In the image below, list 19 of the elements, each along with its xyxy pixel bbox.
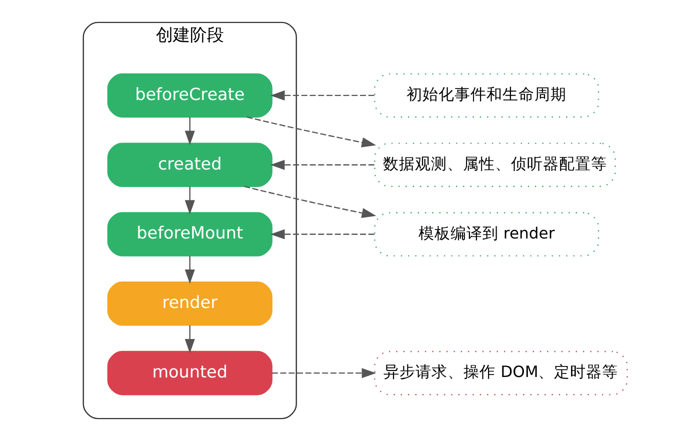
node-box: mounted [106,350,272,396]
node-box: 模板编译到 render [374,212,599,256]
node-box: render [106,282,272,326]
arrow [244,186,376,218]
node-box: created [106,142,272,187]
arrow [270,229,374,240]
arrow [246,116,376,148]
arrow [270,160,374,170]
node-box: 异步请求、操作 DOM、定时器等 [374,350,628,396]
arrow [270,90,374,100]
node-box: beforeCreate [106,73,272,118]
node-box: 初始化事件和生命周期 [374,73,599,118]
node-box: 数据观测、属性、侦听器配置等 [374,142,616,187]
arrow [184,117,194,146]
arrow [184,186,194,215]
node-box: beforeMount [106,212,272,256]
arrow [184,256,194,284]
arrow [184,325,194,354]
arrow [271,368,376,378]
